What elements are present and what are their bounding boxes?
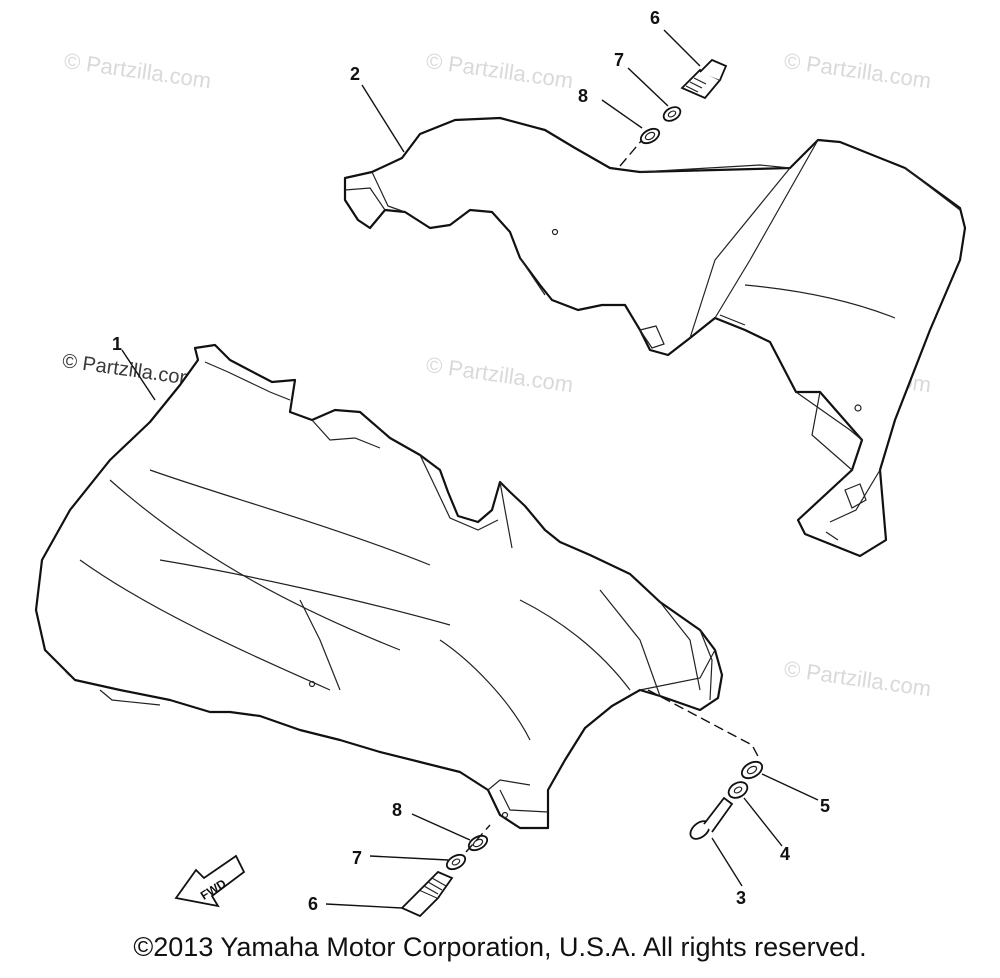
fwd-arrow-icon: FWD <box>174 854 246 908</box>
callout-7-top: 7 <box>614 50 624 70</box>
callout-3: 3 <box>736 888 746 908</box>
callout-5: 5 <box>820 796 830 816</box>
callout-7-bottom: 7 <box>352 848 362 868</box>
callout-1: 1 <box>112 334 122 354</box>
leader-8-bottom <box>411 813 471 841</box>
leader-2 <box>361 84 405 153</box>
callout-4: 4 <box>780 844 790 864</box>
leader-5 <box>761 773 819 801</box>
callout-6-bottom: 6 <box>308 894 318 914</box>
leader-1 <box>121 349 156 401</box>
leader-6-bottom <box>325 903 403 909</box>
screw-3 <box>689 796 734 840</box>
assembly-line-bottom-left <box>465 824 491 853</box>
callout-2: 2 <box>350 64 360 84</box>
copyright-notice: ©2013 Yamaha Motor Corporation, U.S.A. A… <box>133 932 867 962</box>
leader-4 <box>743 797 783 847</box>
callout-6-top: 6 <box>650 8 660 28</box>
washer-7-bottom <box>445 853 467 871</box>
assembly-line-bottom-right <box>647 689 761 761</box>
washer-4 <box>727 781 749 799</box>
part-2-upper-cover <box>343 116 967 558</box>
leader-8-top <box>601 99 643 129</box>
leader-7-top <box>627 67 669 107</box>
leader-7-bottom <box>369 855 449 861</box>
washer-8-top <box>639 127 661 145</box>
bolt-6-bottom <box>400 870 454 918</box>
callout-8-bottom: 8 <box>392 800 402 820</box>
assembly-line-top <box>619 139 643 167</box>
bolt-6-top <box>680 58 728 100</box>
leader-6-top <box>663 29 701 67</box>
part-1-lower-cover <box>34 343 724 830</box>
leader-3 <box>711 837 743 887</box>
callout-8-top: 8 <box>578 86 588 106</box>
washer-8-bottom <box>467 834 489 852</box>
washer-5 <box>740 760 764 780</box>
washer-7-top <box>662 106 682 122</box>
